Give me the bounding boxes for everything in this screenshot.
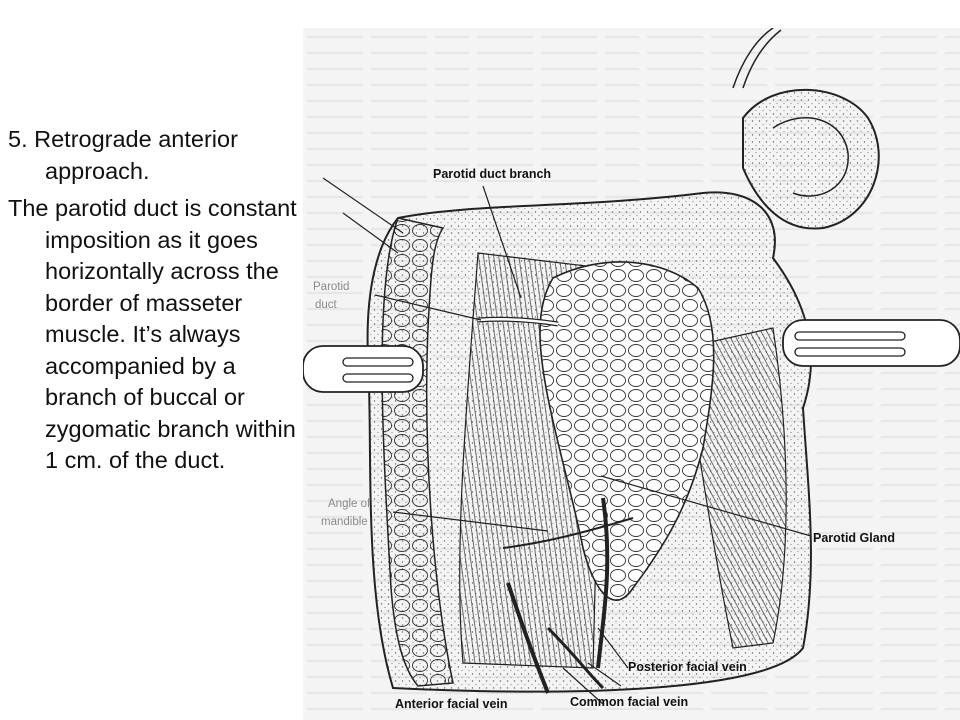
ear [732,28,880,230]
label-parotid: Parotid [313,281,349,293]
label-anterior-facial-vein: Anterior facial vein [395,697,508,711]
common-facial-vein [546,626,605,690]
retractor-left [303,345,424,393]
label-duct: duct [315,299,338,311]
anterior-facial-vein [506,582,550,694]
tissue-edge-left [381,217,454,687]
posterior-facial-vein [596,497,610,669]
leader-lines [322,177,812,705]
retractor-right [782,319,960,367]
illustration-svg: Parotid duct branch Parotid duct Angle o… [303,28,960,720]
label-common-facial-vein: Common facial vein [570,695,688,709]
slide-text: 5. Retrograde anterior approach. The par… [8,124,304,483]
slide-body: The parotid duct is constant imposition … [8,195,297,473]
label-parotid-gland: Parotid Gland [813,531,895,545]
label-mandible: mandible [321,516,368,528]
slide-heading: 5. Retrograde anterior approach. [8,126,238,184]
label-parotid-duct-branch: Parotid duct branch [433,167,551,181]
surgical-illustration: Parotid duct branch Parotid duct Angle o… [303,28,960,720]
label-angle-of: Angle of [328,498,371,510]
label-posterior-facial-vein: Posterior facial vein [628,660,747,674]
